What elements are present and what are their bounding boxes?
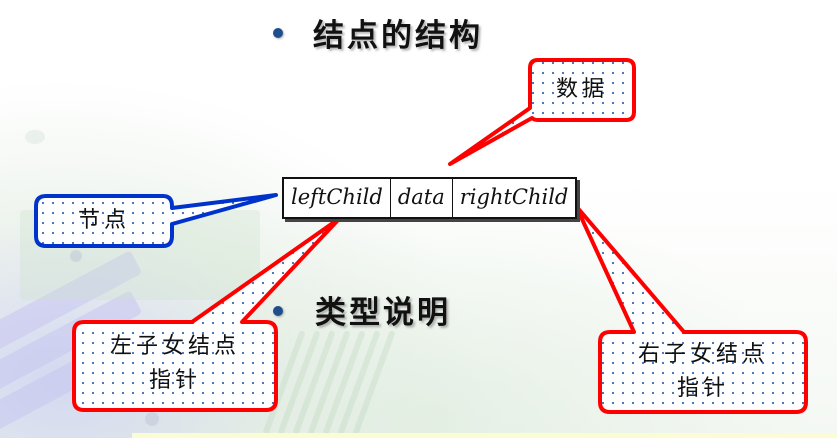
callout-right-child-shape bbox=[574, 204, 808, 414]
bullet-icon bbox=[273, 306, 283, 316]
bullet-icon bbox=[273, 28, 283, 38]
field-right-child: rightChild bbox=[451, 179, 576, 217]
callout-left-child-line1: 左子女结点 bbox=[109, 334, 240, 359]
heading-type-definition: 类型说明 bbox=[315, 295, 451, 331]
callout-right-child-line1: 右子女结点 bbox=[637, 342, 768, 367]
callout-data-shape bbox=[448, 58, 636, 166]
heading-node-structure: 结点的结构 bbox=[313, 18, 483, 54]
node-structure-box: leftChild data rightChild bbox=[282, 177, 578, 219]
callout-right-child-line2: 指针 bbox=[676, 376, 729, 401]
callout-left-child-shape bbox=[72, 216, 342, 412]
footer-strip bbox=[132, 433, 837, 438]
callout-node-shape bbox=[34, 193, 278, 248]
callout-data-label: 数据 bbox=[555, 77, 608, 102]
callout-node-label: 节点 bbox=[77, 208, 130, 233]
callout-left-child-line2: 指针 bbox=[148, 368, 201, 393]
field-left-child: leftChild bbox=[291, 185, 383, 209]
callout-left-child-label: 左子女结点 指针 bbox=[76, 330, 274, 398]
callout-right-child-label: 右子女结点 指针 bbox=[602, 338, 804, 406]
field-data: data bbox=[389, 179, 452, 217]
